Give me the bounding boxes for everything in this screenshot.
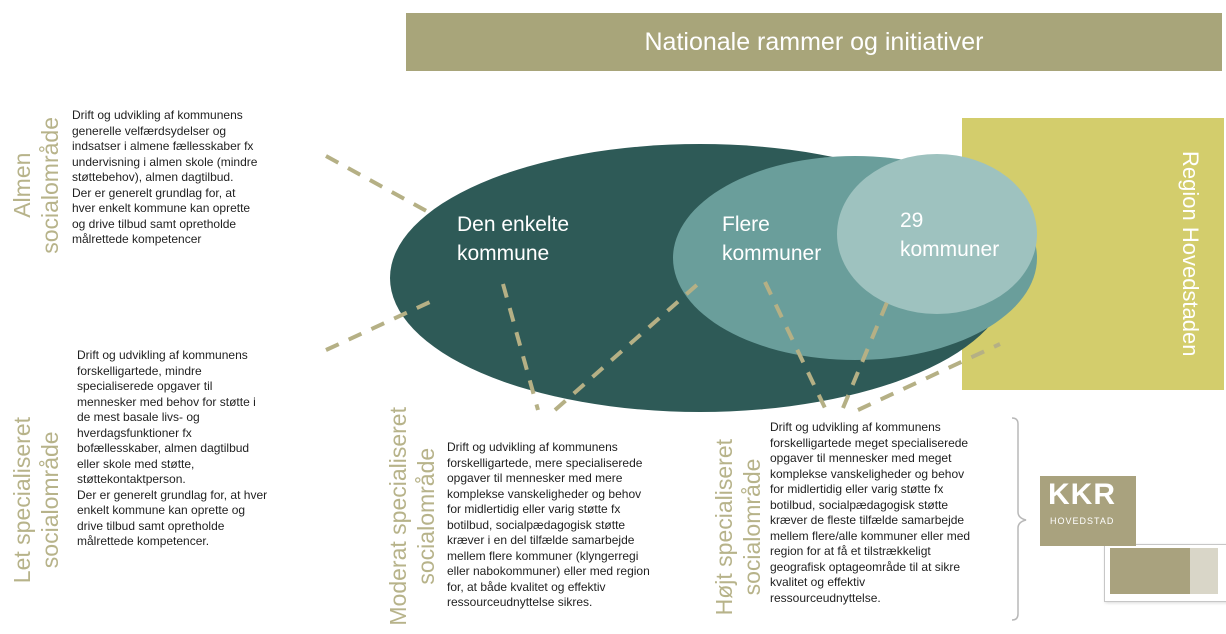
inner-ellipse-label-line2: kommuner bbox=[900, 238, 1000, 261]
category-almen: Almen socialområde bbox=[6, 95, 66, 275]
report-thumbnail-stripe bbox=[1190, 548, 1218, 594]
category-let: Let specialiseret socialområde bbox=[6, 390, 66, 610]
category-hoejt: Højt specialiseret socialområde bbox=[708, 420, 768, 634]
kkr-logo-subtext: HOVEDSTAD bbox=[1050, 516, 1115, 526]
category-moderat-line2: socialområde bbox=[413, 447, 439, 585]
inner-ellipse-label: 29 kommuner bbox=[900, 206, 999, 264]
category-hoejt-text: Højt specialiseret socialområde bbox=[710, 439, 766, 615]
report-thumbnail-cover bbox=[1110, 548, 1190, 594]
kkr-logo-text: KKR bbox=[1048, 478, 1116, 511]
outer-ellipse-label: Den enkelte kommune bbox=[457, 210, 569, 268]
category-almen-line2: socialområde bbox=[37, 116, 63, 254]
middle-ellipse-label: Flere kommuner bbox=[722, 210, 821, 268]
outer-ellipse-label-line2: kommune bbox=[457, 242, 550, 265]
inner-ellipse-label-line1: 29 bbox=[900, 209, 924, 232]
connector-moderat-right bbox=[553, 282, 700, 412]
kkr-logo bbox=[1040, 476, 1136, 546]
middle-ellipse-label-line1: Flere bbox=[722, 213, 770, 236]
category-let-text: Let specialiseret socialområde bbox=[8, 417, 64, 583]
category-hoejt-line1: Højt specialiseret bbox=[711, 438, 737, 616]
brace-hoejt bbox=[1011, 417, 1027, 621]
outer-ellipse-label-line1: Den enkelte bbox=[457, 213, 570, 236]
middle-ellipse-label-line2: kommuner bbox=[722, 242, 822, 265]
connector-moderat-left bbox=[501, 283, 540, 411]
category-almen-line1: Almen bbox=[9, 152, 35, 218]
dashed-connectors bbox=[325, 154, 1001, 412]
inner-ellipse-29-municipalities bbox=[837, 154, 1037, 314]
connector-hoejt-mid bbox=[841, 299, 890, 409]
region-hovedstaden-label: Region Hovedstaden bbox=[1163, 128, 1217, 380]
description-moderat: Drift og udvikling af kommunens forskell… bbox=[447, 440, 650, 609]
connector-let bbox=[325, 300, 431, 352]
connector-hoejt-right bbox=[857, 342, 1001, 412]
category-hoejt-line2: socialområde bbox=[739, 458, 765, 596]
region-hovedstaden-text: Region Hovedstaden bbox=[1178, 151, 1203, 357]
description-let: Drift og udvikling af kommunens forskell… bbox=[77, 348, 268, 548]
connector-almen bbox=[325, 154, 433, 216]
description-almen: Drift og udvikling af kommunens generell… bbox=[72, 108, 258, 246]
category-let-line1: Let specialiseret bbox=[9, 416, 35, 584]
national-frameworks-banner: Nationale rammer og initiativer bbox=[406, 13, 1222, 71]
category-let-line2: socialområde bbox=[37, 431, 63, 569]
category-moderat-text: Moderat specialiseret socialområde bbox=[384, 407, 440, 626]
category-moderat-line1: Moderat specialiseret bbox=[385, 406, 411, 626]
description-hoejt: Drift og udvikling af kommunens forskell… bbox=[770, 420, 971, 605]
category-almen-text: Almen socialområde bbox=[8, 117, 64, 254]
category-moderat: Moderat specialiseret socialområde bbox=[382, 398, 442, 634]
